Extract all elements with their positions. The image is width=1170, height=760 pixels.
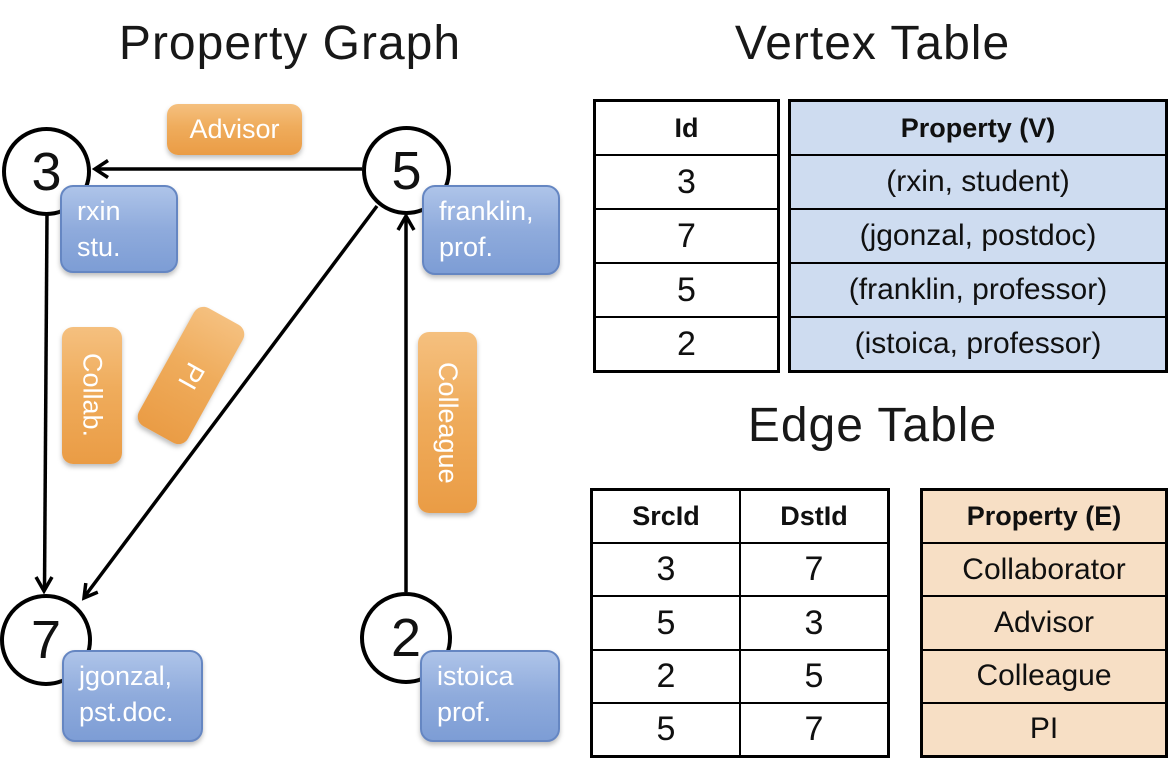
- vertex-prop-line2: prof.: [437, 696, 492, 727]
- graph-edges: [34, 159, 416, 601]
- table-cell: (franklin, professor): [791, 262, 1165, 316]
- edge-label-collab: Collab.: [62, 327, 122, 464]
- table-cell: 3: [596, 154, 777, 208]
- vertex-prop-box-franklin: franklin, prof.: [422, 185, 560, 275]
- vertex-circle-2: 2: [360, 592, 452, 684]
- table-cell: 3: [593, 542, 739, 595]
- edge-line-pi: [83, 204, 379, 598]
- table-cell: 5: [593, 701, 739, 755]
- vertex-id-5: 5: [391, 140, 422, 201]
- table-cell: 7: [741, 542, 887, 595]
- edge-table-property-column: Property (E) Collaborator Advisor Collea…: [920, 488, 1168, 758]
- edge-table-title: Edge Table: [747, 399, 998, 452]
- table-cell: 7: [741, 701, 887, 755]
- vertex-table-id-column: Id 3 7 5 2: [593, 99, 780, 373]
- arrowhead-collab-icon: [34, 576, 54, 595]
- table-cell: 2: [596, 316, 777, 370]
- edge-label-colleague: Colleague: [418, 332, 477, 513]
- vertex-id-3: 3: [31, 141, 62, 202]
- edge-table-header-src: SrcId: [632, 501, 700, 532]
- edge-label-advisor: Advisor: [167, 104, 302, 155]
- table-cell: (rxin, student): [791, 154, 1165, 208]
- edge-table-id-columns: SrcId 3 5 2 5 DstId 7 3 5 7: [590, 488, 890, 758]
- vertex-prop-box-istoica: istoica prof.: [420, 650, 560, 742]
- table-cell: 3: [741, 595, 887, 648]
- vertex-prop-line1: rxin: [77, 196, 121, 226]
- table-cell: Colleague: [923, 648, 1165, 702]
- table-cell: (jgonzal, postdoc): [791, 208, 1165, 262]
- edge-label-advisor-text: Advisor: [189, 114, 280, 144]
- edge-table-header-property: Property (E): [966, 501, 1122, 532]
- table-cell: 2: [593, 648, 739, 702]
- edge-table-src-column: SrcId 3 5 2 5: [593, 491, 741, 755]
- edge-line-collab: [42, 213, 49, 590]
- vertex-prop-line2: stu.: [77, 231, 121, 262]
- table-cell: 5: [741, 648, 887, 702]
- edge-label-pi-text: PI: [172, 357, 211, 395]
- table-cell: (istoica, professor): [791, 316, 1165, 370]
- vertex-prop-line1: istoica: [437, 661, 514, 691]
- table-cell: Collaborator: [923, 542, 1165, 595]
- vertex-table-header-id: Id: [674, 112, 699, 143]
- vertex-prop-line1: jgonzal,: [79, 661, 173, 691]
- arrowhead-colleague-icon: [396, 212, 416, 231]
- vertex-prop-line2: pst.doc.: [79, 696, 174, 727]
- vertex-prop-box-rxin: rxin stu.: [60, 185, 178, 273]
- vertex-table-property-column: Property (V) (rxin, student) (jgonzal, p…: [788, 99, 1168, 373]
- edge-table-dst-column: DstId 7 3 5 7: [741, 491, 887, 755]
- edge-label-collab-text: Collab.: [77, 353, 108, 438]
- table-cell: Advisor: [923, 595, 1165, 648]
- table-cell: PI: [923, 701, 1165, 755]
- vertex-id-2: 2: [390, 608, 422, 668]
- graph-title: Property Graph: [118, 17, 462, 70]
- vertex-table-header-property: Property (V): [900, 112, 1056, 143]
- edge-label-colleague-text: Colleague: [433, 361, 463, 484]
- vertex-prop-line2: prof.: [439, 231, 494, 262]
- vertex-prop-box-jgonzal: jgonzal, pst.doc.: [62, 650, 203, 742]
- table-cell: 5: [593, 595, 739, 648]
- edge-table-header-dst: DstId: [780, 501, 848, 532]
- arrowhead-advisor-icon: [91, 159, 109, 179]
- table-cell: 7: [596, 208, 777, 262]
- vertex-table-title: Vertex Table: [734, 17, 1011, 70]
- table-cell: 5: [596, 262, 777, 316]
- vertex-prop-line1: franklin,: [439, 196, 534, 226]
- arrowhead-pi-icon: [81, 582, 99, 601]
- vertex-id-7: 7: [30, 610, 62, 670]
